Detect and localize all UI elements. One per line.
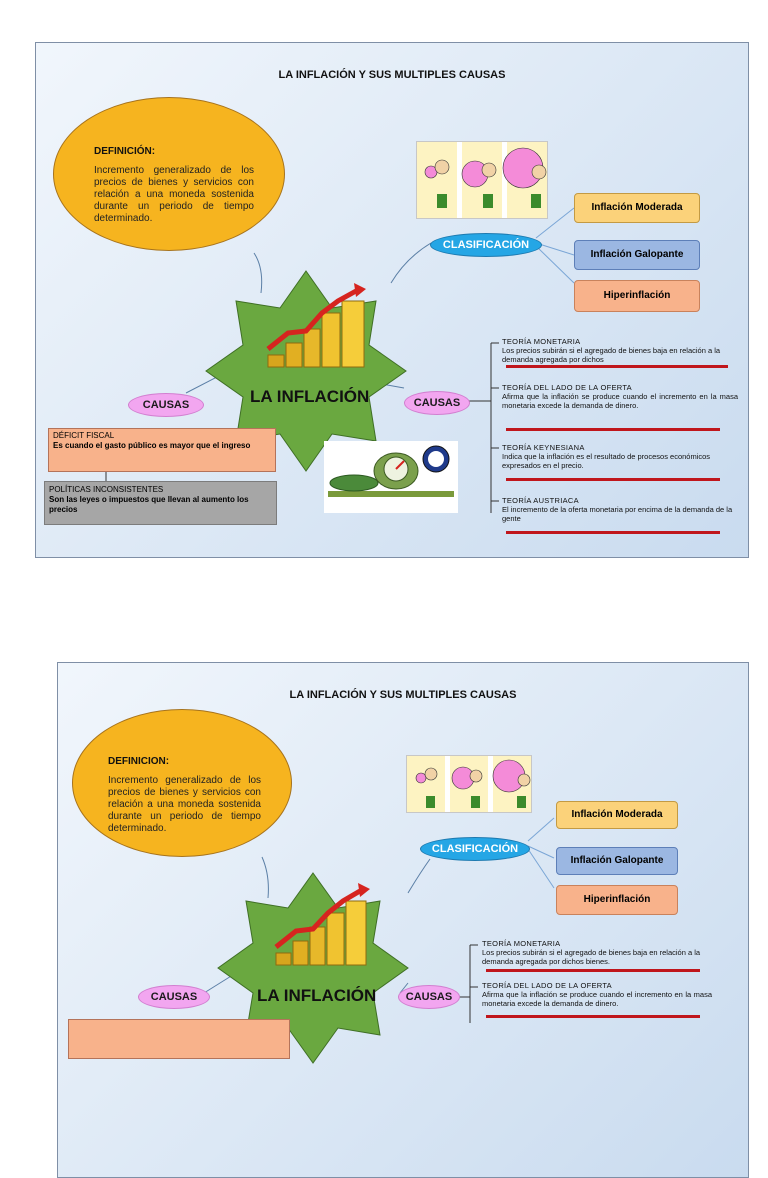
theory-title: TEORÍA MONETARIA [482,939,712,948]
theory-text: Los precios subirán si el agregado de bi… [502,346,738,364]
theory-title: TEORÍA DEL LADO DE LA OFERTA [482,981,712,990]
slide-1: LA INFLACIÓN Y SUS MULTIPLES CAUSAS DEFI… [0,0,768,520]
type-moderada: Inflación Moderada [556,801,678,829]
type-hiperinflacion: Hiperinflación [556,885,678,915]
center-label: LA INFLACIÓN [257,986,376,1006]
underline [506,478,720,481]
bubble-gum-cartoon [406,755,532,813]
politicas-text: Son las leyes o impuestos que llevan al … [49,495,272,515]
scale-icon [324,441,458,513]
slide-2: LA INFLACIÓN Y SUS MULTIPLES CAUSAS DEFI… [0,620,768,1140]
fiscal-deficit-box: DÉFICIT FISCAL Es cuando el gasto públic… [48,428,276,472]
theory-title: TEORÍA DEL LADO DE LA OFERTA [502,383,738,392]
theory-title: TEORÍA AUSTRIACA [502,496,738,505]
theory-text: Afirma que la inflación se produce cuand… [482,990,712,1008]
type-galopante: Inflación Galopante [556,847,678,875]
type-hiperinflacion: Hiperinflación [574,280,700,312]
clasificacion-node: CLASIFICACIÓN [430,233,542,257]
definition-heading: DEFINICIÓN: [94,146,254,157]
politicas-box: POLÍTICAS INCONSISTENTES Son las leyes o… [44,481,277,525]
politicas-title: POLÍTICAS INCONSISTENTES [49,485,272,495]
theory-text: Afirma que la inflación se produce cuand… [502,392,738,410]
fiscal-title: DÉFICIT FISCAL [53,431,271,441]
causas-left-node: CAUSAS [138,985,210,1009]
theory-keynesiana: TEORÍA KEYNESIANA Indica que la inflació… [502,443,738,470]
theory-text: Los precios subirán si el agregado de bi… [482,948,712,966]
slide-frame: LA INFLACIÓN Y SUS MULTIPLES CAUSAS DEFI… [57,662,749,1178]
theory-title: TEORÍA KEYNESIANA [502,443,738,452]
type-galopante: Inflación Galopante [574,240,700,270]
definition-text: Incremento generalizado de los precios d… [108,775,261,835]
theory-text: El incremento de la oferta monetaria por… [502,505,738,523]
fiscal-text: Es cuando el gasto público es mayor que … [53,441,271,451]
type-moderada: Inflación Moderada [574,193,700,223]
definition-bubble: DEFINICION: Incremento generalizado de l… [72,709,292,857]
causas-right-node: CAUSAS [404,391,470,415]
causas-left-node: CAUSAS [128,393,204,417]
underline [506,365,728,368]
clasificacion-node: CLASIFICACIÓN [420,837,530,861]
theory-monetaria: TEORÍA MONETARIA Los precios subirán si … [482,939,712,966]
center-label: LA INFLACIÓN [250,387,369,407]
underline [506,428,720,431]
definition-heading: DEFINICION: [108,756,261,767]
slide-frame: LA INFLACIÓN Y SUS MULTIPLES CAUSAS DEFI… [35,42,749,558]
theory-oferta: TEORÍA DEL LADO DE LA OFERTA Afirma que … [482,981,712,1008]
theory-text: Indica que la inflación es el resultado … [502,452,738,470]
definition-bubble: DEFINICIÓN: Incremento generalizado de l… [53,97,285,251]
theory-title: TEORÍA MONETARIA [502,337,738,346]
fiscal-deficit-box [68,1019,290,1059]
bubble-gum-cartoon [416,141,548,219]
definition-text: Incremento generalizado de los precios d… [94,165,254,225]
theory-oferta: TEORÍA DEL LADO DE LA OFERTA Afirma que … [502,383,738,410]
underline [506,531,720,534]
theory-monetaria: TEORÍA MONETARIA Los precios subirán si … [502,337,738,364]
underline [486,1015,700,1018]
causas-right-node: CAUSAS [398,985,460,1009]
theory-austriaca: TEORÍA AUSTRIACA El incremento de la ofe… [502,496,738,523]
underline [486,969,700,972]
